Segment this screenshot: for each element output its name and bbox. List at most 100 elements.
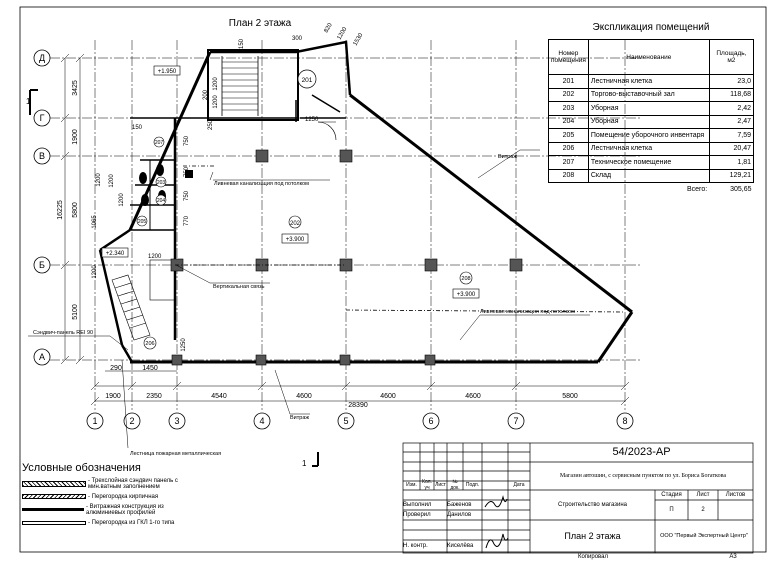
svg-text:750: 750 [184, 190, 190, 201]
svg-text:150: 150 [132, 125, 143, 131]
svg-text:750: 750 [184, 166, 190, 177]
axis-col-label: 7 [513, 416, 518, 426]
note-vitrage-1: Витраж [498, 154, 517, 160]
svg-text:150: 150 [239, 38, 245, 49]
axis-col-label: 1 [92, 416, 97, 426]
signatures [484, 495, 509, 549]
svg-text:4600: 4600 [296, 393, 312, 400]
axis-col-label: 2 [129, 416, 134, 426]
vitrage-swatch [22, 508, 84, 511]
svg-text:750: 750 [184, 135, 190, 146]
level-mark: +3.900 [457, 292, 476, 298]
room-tag-208: 208 [461, 276, 470, 282]
level-mark: +3.900 [286, 237, 305, 243]
legend: Условные обозначения - Трехслойная сэндв… [22, 462, 352, 529]
svg-text:1900: 1900 [105, 393, 121, 400]
drainage-lines [175, 165, 626, 313]
svg-text:770: 770 [184, 215, 190, 226]
level-mark: +1.950 [158, 69, 177, 75]
axis-col-label: 5 [343, 416, 348, 426]
svg-text:28390: 28390 [348, 402, 368, 409]
note-fire-ladder: Лестница пожарная металлическая [130, 451, 221, 457]
level-marks: +1.950 +3.900 +3.900 +2.340 [101, 65, 480, 299]
room-tag-201: 201 [302, 77, 313, 84]
room-tags: 201 202 203 204 205 206 207 208 [136, 69, 473, 350]
interior-walls [130, 100, 346, 340]
svg-text:200: 200 [203, 89, 209, 100]
title-block: 54/2023-АР Магазин автошин, с сервисным … [403, 443, 753, 560]
svg-text:5100: 5100 [72, 304, 79, 320]
copied-by: Копировал [577, 553, 609, 560]
axis-row-label: В [39, 151, 45, 161]
svg-text:1200: 1200 [119, 193, 125, 207]
note-sandwich: Сэндвич-панель REI 90 [33, 330, 93, 336]
note-drainage-1: Ливневая канализация под потолком [214, 181, 309, 187]
bottom-dimension-labels: 1900 2350 4540 4600 4600 4600 5800 28390… [105, 365, 578, 409]
svg-text:5800: 5800 [562, 393, 578, 400]
svg-text:2350: 2350 [146, 393, 162, 400]
svg-text:250: 250 [208, 119, 214, 130]
room-tag-207: 207 [155, 140, 164, 146]
svg-text:1200: 1200 [148, 254, 162, 260]
room-tag-203: 203 [157, 180, 166, 186]
section-mark-label: 1 [26, 97, 31, 106]
legend-item: - Трехслойная сэндвич панель с мин.ватны… [22, 477, 352, 490]
axis-col-label: 4 [259, 416, 264, 426]
svg-text:1200: 1200 [96, 173, 102, 187]
axis-row-label: Г [40, 113, 45, 123]
header-area: Площадь, м2 [708, 39, 755, 75]
svg-text:300: 300 [292, 36, 303, 42]
svg-text:1530: 1530 [353, 32, 365, 47]
svg-text:4600: 4600 [465, 393, 481, 400]
axis-row-label: Б [39, 260, 45, 270]
legend-title: Условные обозначения [22, 462, 141, 474]
drawing-frame [19, 6, 767, 553]
explication-total-row: Всего: 305,65 [549, 183, 754, 196]
svg-text:1200: 1200 [109, 174, 115, 188]
stair-206 [111, 259, 176, 341]
room-tag-202: 202 [290, 221, 301, 227]
svg-text:5800: 5800 [72, 202, 79, 218]
svg-text:290: 290 [110, 365, 122, 372]
building-outline [98, 40, 634, 364]
explication-table: Номер помещения Наименование Площадь, м2… [548, 39, 755, 196]
axis-row-label: Д [39, 53, 45, 63]
svg-text:820: 820 [324, 22, 335, 34]
leader-lines [28, 149, 590, 449]
svg-text:1250: 1250 [181, 338, 187, 352]
svg-text:1200: 1200 [213, 95, 219, 109]
project-name: Магазин автошин, с сервисным пунктом по … [559, 473, 727, 480]
left-dimension-chain [60, 53, 85, 365]
axis-row-label: А [39, 352, 45, 362]
structural-columns [170, 149, 523, 366]
level-mark: +2.340 [106, 251, 125, 257]
note-drainage-2: Ливневая канализация под потолком [480, 309, 575, 315]
room-tag-205: 205 [138, 219, 147, 225]
note-vitrage-2: Витраж [290, 415, 309, 421]
plan-title: План 2 этажа [228, 18, 292, 29]
column-axis-markers: 1 2 3 4 5 6 7 8 [86, 412, 634, 430]
header-number: Номер помещения [548, 39, 589, 75]
stair-201 [207, 49, 299, 121]
svg-text:1200: 1200 [213, 77, 219, 91]
title-block-grid [402, 442, 754, 554]
sheet-title: План 2 этажа [564, 530, 621, 541]
stage-title: Строительство магазина [558, 502, 627, 509]
svg-text:16225: 16225 [57, 200, 64, 220]
legend-item: - Перегородка из ГКЛ 1-го типа [22, 516, 352, 529]
svg-text:3425: 3425 [72, 80, 79, 96]
door-swing [311, 94, 341, 141]
gkl-partition-swatch [22, 520, 86, 525]
toilet-fixtures [139, 164, 193, 206]
explication-header-row: Номер помещения Наименование Площадь, м2 [548, 39, 755, 75]
total-value: 305,65 [730, 185, 752, 193]
axis-col-label: 8 [622, 416, 627, 426]
svg-text:1200: 1200 [92, 265, 98, 279]
